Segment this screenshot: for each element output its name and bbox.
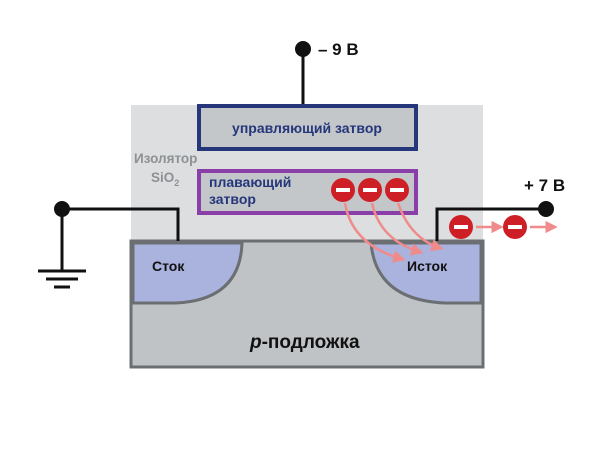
drain-label: Сток <box>152 258 185 274</box>
gate-voltage-label: – 9 В <box>318 40 359 59</box>
tunnel-arrow <box>370 202 424 256</box>
source-label: Исток <box>407 258 448 274</box>
electron-icon <box>385 178 409 202</box>
floating-gate-label-line2: затвор <box>209 191 256 207</box>
drain-voltage-label: + 7 В <box>524 176 565 195</box>
source-terminal <box>538 201 554 217</box>
gate-terminal <box>295 41 311 57</box>
outgoing-electrons <box>449 215 558 239</box>
tunnel-arrow <box>343 202 406 263</box>
control-gate-label: управляющий затвор <box>232 120 382 136</box>
tunneling-arrows <box>343 202 444 263</box>
electron-icon <box>331 178 355 202</box>
control-gate <box>197 104 418 151</box>
substrate-label: p-подложка <box>249 332 360 353</box>
insulator-formula: SiO2 <box>151 170 179 188</box>
drain-terminal <box>54 201 70 217</box>
ground-icon <box>38 269 86 289</box>
source-wire <box>435 207 546 241</box>
drain-wire <box>60 207 180 271</box>
drain-well <box>131 241 244 305</box>
electron-icon <box>503 215 527 239</box>
floating-gate-label-line1: плавающий <box>209 174 291 190</box>
insulator-label: Изолятор <box>134 151 197 166</box>
electron-icon <box>449 215 473 239</box>
trapped-electrons <box>331 178 409 202</box>
tunnel-arrow <box>396 202 444 252</box>
electron-icon <box>358 178 382 202</box>
